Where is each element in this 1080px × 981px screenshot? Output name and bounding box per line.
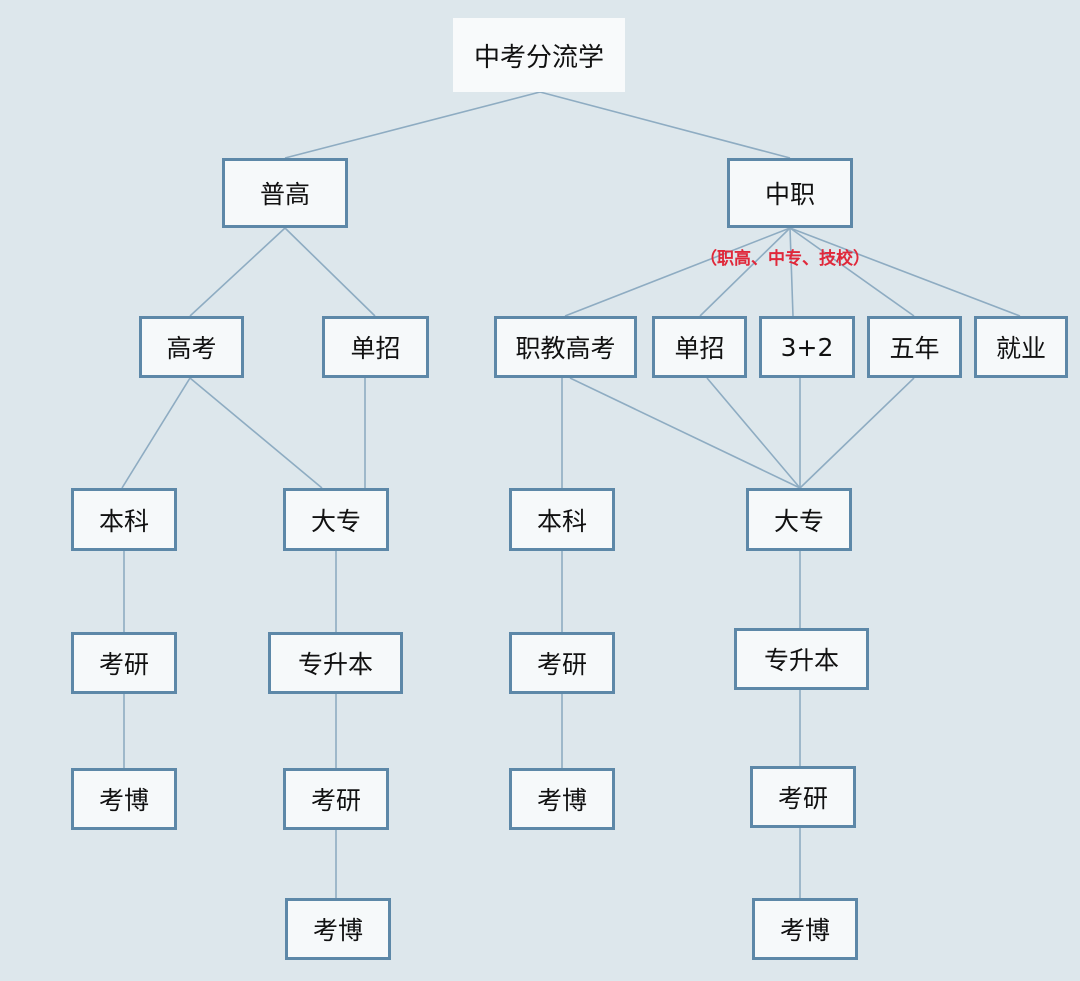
connector-line (569, 377, 801, 489)
node-dazhuan-b: 大专 (746, 488, 852, 551)
node-kaoyan-d: 考研 (750, 766, 856, 828)
connector-line (789, 227, 915, 317)
connector-line (706, 377, 801, 489)
node-danzhao-a: 单招 (322, 316, 429, 378)
connector-line (789, 227, 794, 317)
connector-line (189, 377, 323, 489)
node-zhongzhi: 中职 (727, 158, 853, 228)
node-gaokao: 高考 (139, 316, 244, 378)
connector-line (539, 91, 791, 159)
node-wunian: 五年 (867, 316, 962, 378)
node-zsb-a: 专升本 (268, 632, 403, 694)
node-danzhao-b: 单招 (652, 316, 747, 378)
connector-line (284, 91, 541, 159)
node-kaobo-a: 考博 (71, 768, 177, 830)
node-putong: 普高 (222, 158, 348, 228)
node-zhijiao: 职教高考 (494, 316, 637, 378)
zhongzhi-note: （职高、中专、技校） (700, 249, 870, 269)
node-dazhuan-a: 大专 (283, 488, 389, 551)
node-kaoyan-a: 考研 (71, 632, 177, 694)
connector-line (799, 377, 915, 489)
node-benke-a: 本科 (71, 488, 177, 551)
node-kaoyan-b: 考研 (509, 632, 615, 694)
node-benke-b: 本科 (509, 488, 615, 551)
node-three-two: 3+2 (759, 316, 855, 378)
connector-line (121, 377, 191, 489)
node-jiuye: 就业 (974, 316, 1068, 378)
node-kaobo-c: 考博 (285, 898, 391, 960)
node-kaobo-d: 考博 (752, 898, 858, 960)
connector-line (189, 227, 286, 317)
node-kaoyan-c: 考研 (283, 768, 389, 830)
connector-line (789, 227, 1021, 317)
connector-line (699, 227, 791, 317)
node-kaobo-b: 考博 (509, 768, 615, 830)
node-root: 中考分流学 (453, 18, 625, 92)
connector-line (564, 227, 791, 317)
connector-line (284, 227, 376, 317)
node-zsb-b: 专升本 (734, 628, 869, 690)
